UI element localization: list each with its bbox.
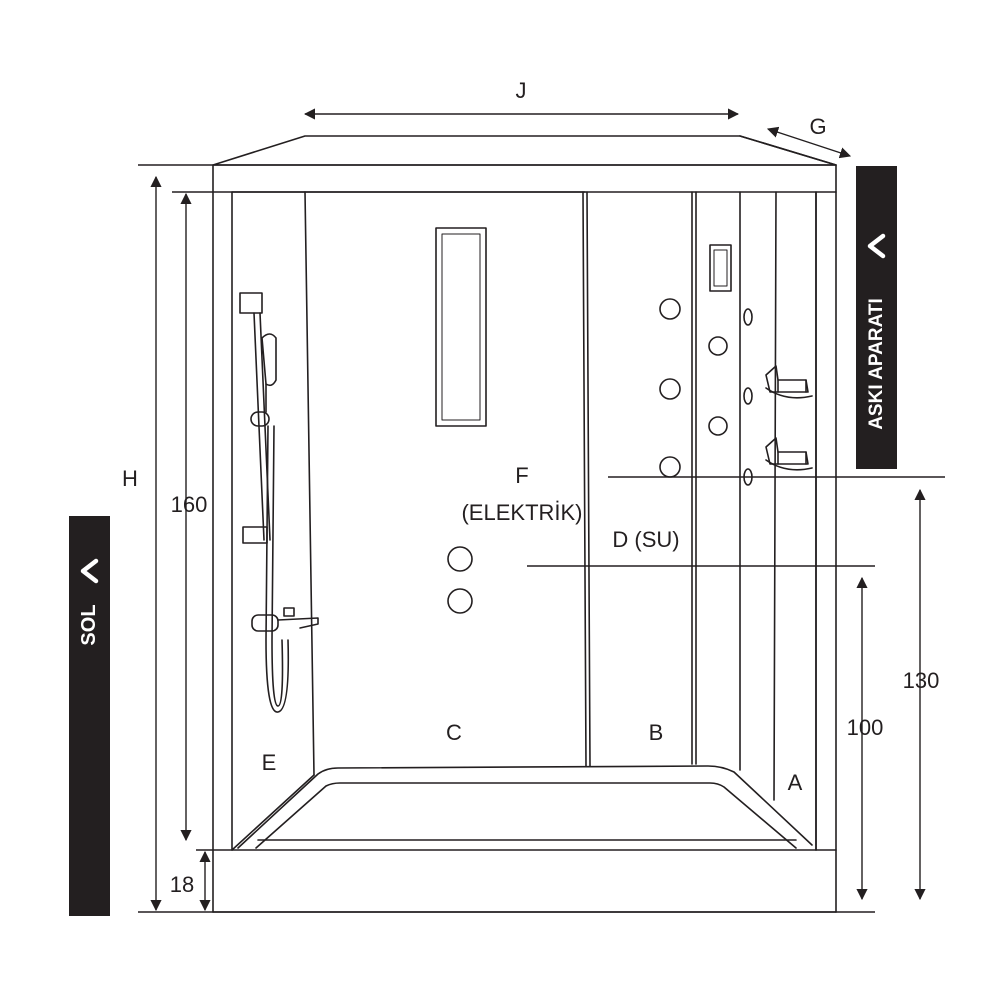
massage-jet <box>708 336 728 356</box>
chevron-left-icon <box>80 558 99 584</box>
back-wall-knob <box>447 588 473 614</box>
hand-shower <box>261 333 277 413</box>
tray-height-label: 18 <box>170 872 194 897</box>
side-jet <box>743 308 753 326</box>
back-wall-knob <box>447 546 473 572</box>
depth-label: G <box>809 114 826 139</box>
height-label: H <box>122 466 138 491</box>
shower-rail <box>239 292 271 544</box>
massage-jet <box>659 378 681 400</box>
inner-height-label: 160 <box>171 492 208 517</box>
left-side-tab: SOL <box>69 516 110 916</box>
zone-b-label: B <box>649 720 664 745</box>
width-label: J <box>516 78 527 103</box>
digital-display-screen <box>713 249 728 287</box>
depth-dimension-line <box>766 126 852 159</box>
zone-e-label: E <box>262 750 277 775</box>
right-side-tab-label: ASKI APARATI <box>866 298 887 430</box>
zone-c-label: C <box>446 720 462 745</box>
water-height-label: 100 <box>847 715 884 740</box>
chevron-left-icon <box>867 233 886 259</box>
massage-jet <box>708 416 728 436</box>
left-side-tab-label: SOL <box>78 604 100 646</box>
massage-jet <box>659 298 681 320</box>
zone-f-sublabel: (ELEKTRİK) <box>461 500 582 525</box>
shower-tray <box>237 765 813 849</box>
mixer-tap <box>251 607 319 632</box>
right-side-tab: ASKI APARATI <box>856 166 897 469</box>
back-wall-panels <box>304 191 817 851</box>
digital-display <box>709 244 732 292</box>
zone-f-label: F <box>515 463 528 488</box>
side-jet <box>743 387 753 405</box>
corner-shelf <box>765 437 813 471</box>
shower-hose <box>265 425 290 713</box>
massage-jet <box>659 456 681 478</box>
control-panel-window <box>435 227 487 427</box>
electric-height-label: 130 <box>903 668 940 693</box>
cabin-roof <box>212 135 837 193</box>
zone-a-label: A <box>788 770 803 795</box>
corner-shelf <box>765 365 813 399</box>
zone-d-label: D (SU) <box>612 527 679 552</box>
left-corner-wall <box>231 191 315 851</box>
control-panel-inner <box>441 233 481 421</box>
